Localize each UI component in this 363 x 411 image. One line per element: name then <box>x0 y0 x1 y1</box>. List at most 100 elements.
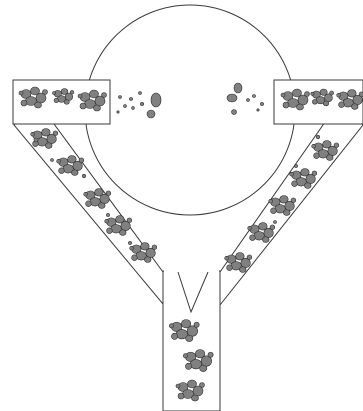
particle <box>79 158 84 163</box>
particle <box>239 267 246 273</box>
particle <box>34 138 38 142</box>
particle <box>269 199 273 203</box>
particle <box>119 96 122 99</box>
particle <box>227 94 237 102</box>
particle <box>169 324 173 328</box>
particle <box>21 100 27 106</box>
particle <box>102 93 107 98</box>
particle <box>128 241 131 244</box>
particle <box>248 226 252 230</box>
particle <box>192 395 199 401</box>
particle <box>351 104 358 110</box>
particle <box>45 143 52 149</box>
particle <box>54 98 59 103</box>
particle <box>176 384 180 388</box>
particle <box>250 235 256 241</box>
particle <box>294 164 297 167</box>
particle <box>105 219 109 223</box>
particle <box>86 201 92 207</box>
particle <box>82 174 86 178</box>
particle <box>178 393 184 399</box>
particle <box>312 171 317 176</box>
particle <box>305 92 310 97</box>
particle <box>271 208 277 214</box>
particle <box>139 92 142 95</box>
particle-layer <box>19 83 363 401</box>
particle <box>291 198 296 203</box>
particle <box>270 225 275 230</box>
particle <box>71 170 78 176</box>
particle <box>19 91 23 95</box>
particle <box>59 168 65 174</box>
particle <box>84 192 88 196</box>
particle <box>227 265 233 271</box>
particle <box>106 191 111 196</box>
particle <box>232 110 237 115</box>
particle <box>107 228 113 234</box>
particle <box>117 111 119 113</box>
particle <box>281 93 285 97</box>
particle <box>314 153 320 159</box>
particle <box>290 172 294 176</box>
particle <box>127 218 132 223</box>
particle <box>132 255 138 261</box>
central-sphere <box>85 5 295 215</box>
particle <box>53 92 56 95</box>
particle <box>234 83 242 93</box>
particle <box>31 132 35 136</box>
particle <box>247 99 250 102</box>
particle <box>257 109 259 111</box>
particle <box>253 95 256 98</box>
particle <box>339 102 345 108</box>
particle <box>80 103 86 109</box>
particle <box>119 230 126 236</box>
particle <box>262 237 269 243</box>
particle <box>152 245 157 250</box>
particle <box>312 144 316 148</box>
particle <box>323 101 329 106</box>
particle <box>43 90 48 95</box>
particle <box>53 131 58 136</box>
particle <box>274 221 277 224</box>
particle <box>78 94 82 98</box>
particle <box>200 365 207 371</box>
particle <box>94 105 101 111</box>
particle <box>140 102 144 105</box>
particle <box>260 102 263 105</box>
particle <box>129 98 132 101</box>
particle <box>51 159 54 162</box>
particle <box>297 104 304 110</box>
particle <box>186 335 193 341</box>
particle <box>225 256 229 260</box>
particle <box>334 143 339 148</box>
particle <box>70 90 74 94</box>
particle <box>208 352 213 357</box>
particle <box>183 354 187 358</box>
particle <box>337 93 341 97</box>
particle <box>283 102 289 108</box>
particle <box>106 213 109 216</box>
particle <box>132 107 135 110</box>
particle <box>124 105 127 108</box>
particle <box>330 91 334 95</box>
particle <box>283 210 290 216</box>
particle <box>185 363 191 369</box>
particle <box>359 92 363 97</box>
particle <box>194 322 199 327</box>
particle <box>311 92 314 95</box>
particle <box>247 255 252 260</box>
particle <box>147 110 155 118</box>
particle <box>292 181 298 187</box>
particle <box>151 93 161 107</box>
particle <box>57 159 61 163</box>
particle <box>200 383 205 388</box>
particle <box>312 99 317 104</box>
particle <box>171 333 177 339</box>
particle <box>316 135 320 139</box>
particle <box>130 246 134 250</box>
particle <box>64 100 69 105</box>
particle <box>326 155 333 161</box>
particle <box>304 183 311 189</box>
